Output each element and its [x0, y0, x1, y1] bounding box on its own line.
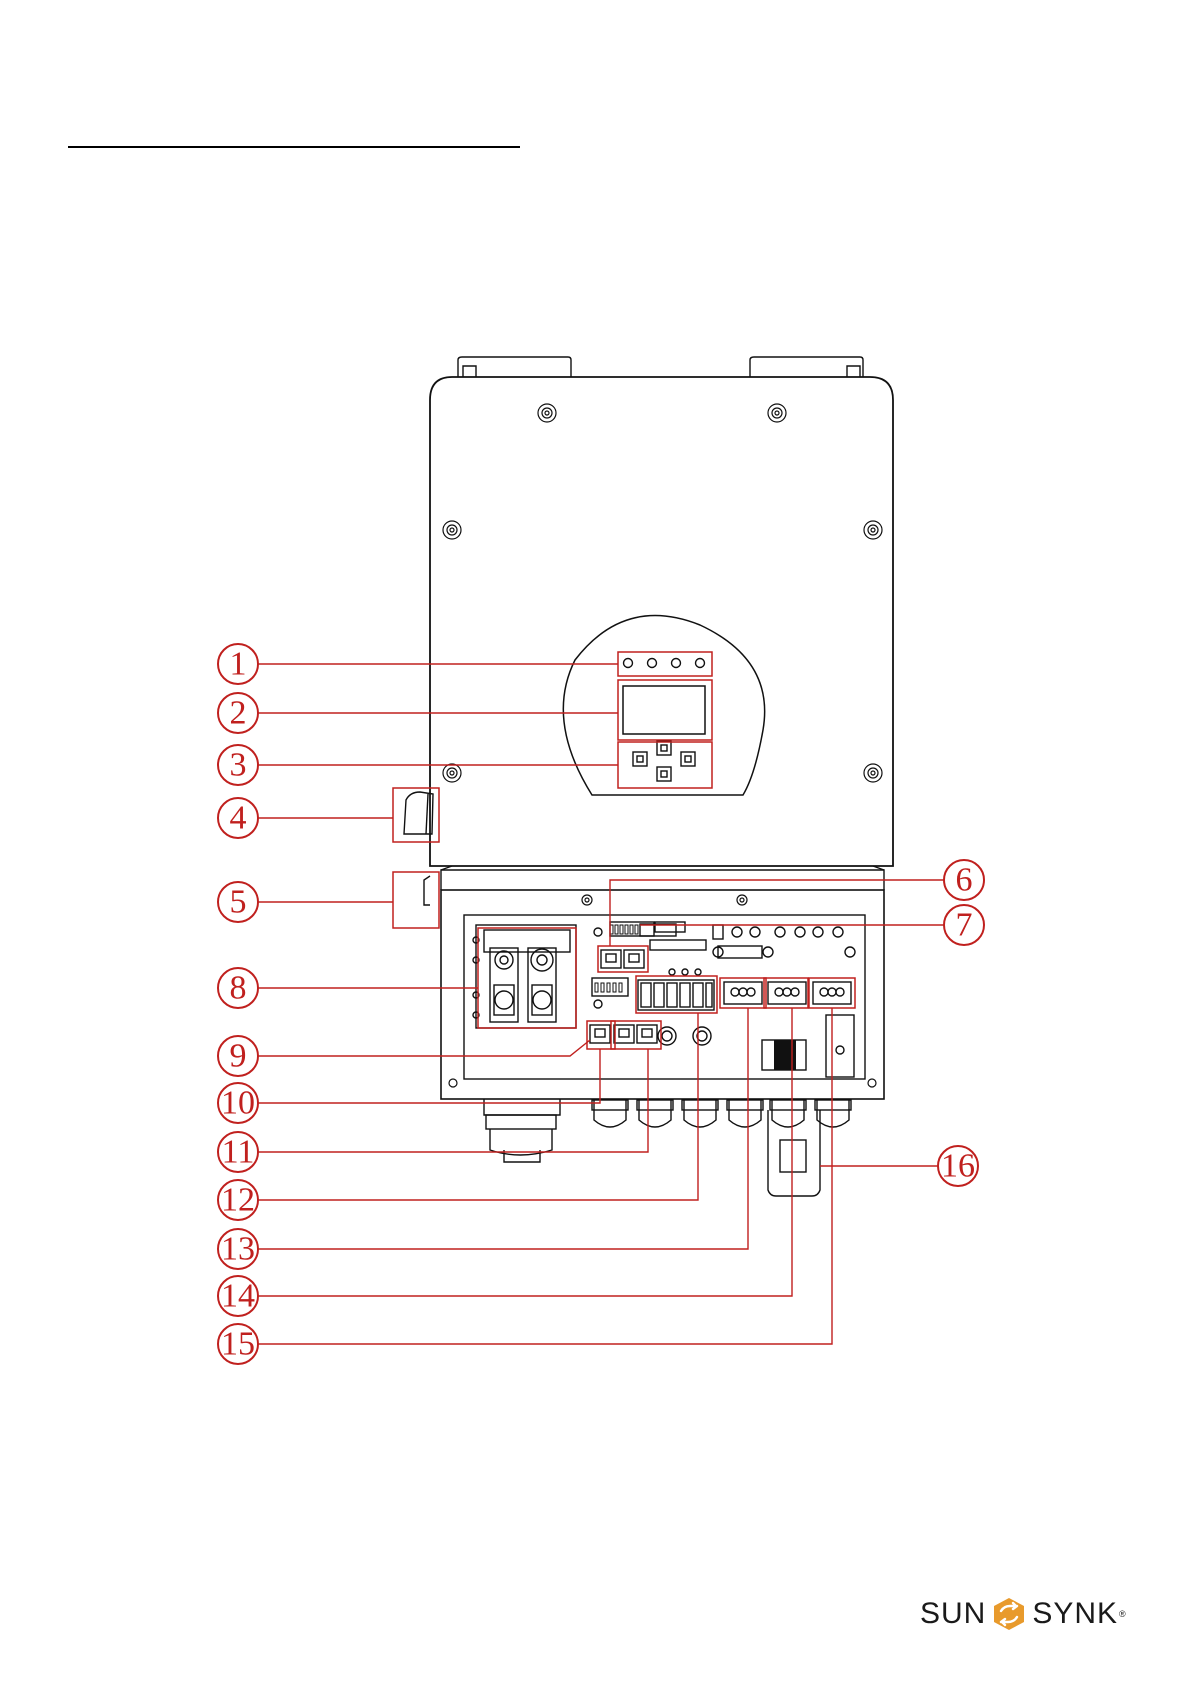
dc-switch-knob — [404, 792, 433, 834]
callout-4: 4 — [230, 800, 247, 837]
callout-8: 8 — [230, 970, 247, 1007]
led-indicators — [624, 659, 705, 668]
sunsynk-logo: SUN SYNK ® — [920, 1590, 1127, 1638]
callout-10: 10 — [221, 1085, 255, 1122]
function-buttons — [633, 741, 695, 781]
display-panel-outline — [563, 616, 764, 795]
mounting-tabs — [458, 357, 863, 377]
sunsynk-arrows-icon — [992, 1597, 1026, 1631]
callout-5: 5 — [230, 884, 247, 921]
callout-circles — [218, 644, 984, 1364]
inverter-body — [430, 377, 893, 866]
callout-1: 1 — [230, 646, 247, 683]
side-bracket — [424, 876, 430, 905]
callout-2: 2 — [230, 695, 247, 732]
callout-numbers: 1 2 3 4 5 6 7 8 9 10 11 12 13 14 15 16 — [221, 646, 975, 1363]
battery-terminals — [473, 925, 576, 1028]
callout-16: 16 — [941, 1148, 975, 1185]
callout-boxes — [393, 652, 855, 1049]
callout-13: 13 — [221, 1231, 255, 1268]
front-bolts — [443, 404, 882, 782]
callout-14: 14 — [221, 1278, 255, 1315]
lcd-screen — [623, 686, 705, 734]
logo-word-left: SUN — [920, 1597, 986, 1631]
callout-12: 12 — [221, 1182, 255, 1219]
callout-7: 7 — [956, 907, 973, 944]
cable-glands — [484, 1099, 851, 1196]
callout-6: 6 — [956, 862, 973, 899]
callout-11: 11 — [222, 1134, 255, 1171]
callout-15: 15 — [221, 1326, 255, 1363]
callout-3: 3 — [230, 747, 247, 784]
callout-9: 9 — [230, 1038, 247, 1075]
logo-word-right: SYNK — [1032, 1597, 1118, 1631]
registered-mark: ® — [1119, 1609, 1127, 1619]
